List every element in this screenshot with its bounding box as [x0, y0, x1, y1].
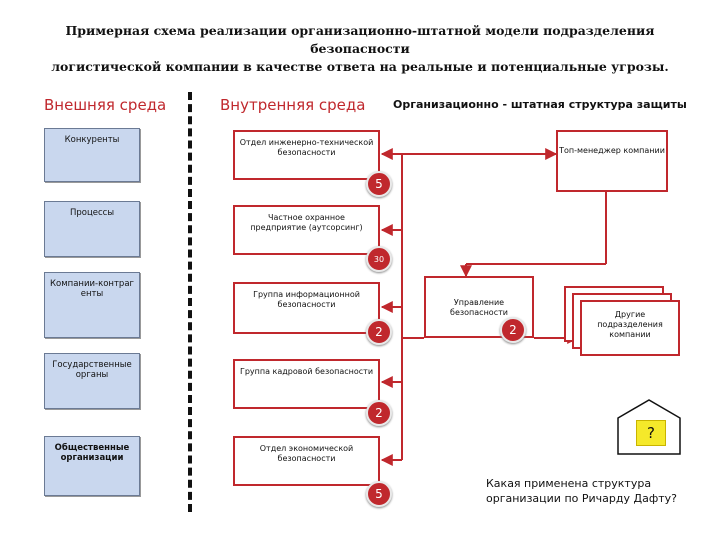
internal-item-label: Частное охранное предприятие (аутсорсинг…: [250, 213, 363, 232]
external-item-public-orgs: Общественные организации: [44, 436, 140, 496]
external-item-counterparties: Компании-контраг енты: [44, 272, 140, 338]
security-mgmt-label: Управление безопасности: [450, 298, 508, 317]
separator-dashed-line: [188, 92, 192, 512]
external-item-label: Процессы: [69, 208, 115, 218]
staff-count-badge: 5: [366, 171, 392, 197]
internal-env-heading: Внутренняя среда: [220, 96, 366, 114]
external-item-label: Государственные органы: [52, 360, 132, 380]
question-caption: Какая применена структура организации по…: [486, 476, 677, 506]
staff-count-badge: 2: [366, 319, 392, 345]
org-structure-heading: Организационно - штатная структура защит…: [393, 98, 687, 111]
external-env-heading: Внешняя среда: [44, 96, 167, 114]
staff-count-badge: 30: [366, 246, 392, 272]
other-units-label: Другие подразделения компании: [597, 310, 663, 339]
top-manager-box: Топ-менеджер компании: [556, 130, 668, 192]
staff-count-badge: 2: [500, 317, 526, 343]
internal-item-economic: Отдел экономической безопасности: [233, 436, 380, 486]
external-item-processes: Процессы: [44, 201, 140, 257]
question-mark-badge: ?: [636, 420, 666, 446]
page-title: Примерная схема реализации организационн…: [40, 22, 680, 76]
external-item-label: Конкуренты: [64, 135, 120, 145]
title-line-2: логистической компании в качестве ответа…: [51, 59, 669, 74]
internal-item-label: Отдел экономической безопасности: [259, 444, 354, 463]
internal-item-guard: Частное охранное предприятие (аутсорсинг…: [233, 205, 380, 255]
other-units-box: Другие подразделения компании: [580, 300, 680, 356]
internal-item-infosec: Группа информационной безопасности: [233, 282, 380, 334]
caption-line-2: организации по Ричарду Дафту?: [486, 492, 677, 505]
internal-item-label: Группа информационной безопасности: [253, 290, 360, 309]
internal-item-label: Группа кадровой безопасности: [239, 367, 374, 376]
internal-item-engineering: Отдел инженерно-технической безопасности: [233, 130, 380, 180]
external-item-label: Компании-контраг енты: [50, 279, 134, 299]
external-item-competitors: Конкуренты: [44, 128, 140, 182]
internal-item-label: Отдел инженерно-технической безопасности: [239, 138, 374, 157]
external-item-label: Общественные организации: [54, 443, 130, 463]
top-manager-label: Топ-менеджер компании: [559, 146, 665, 155]
title-line-1: Примерная схема реализации организационн…: [65, 23, 655, 56]
external-item-government: Государственные органы: [44, 353, 140, 409]
staff-count-badge: 5: [366, 481, 392, 507]
caption-line-1: Какая применена структура: [486, 477, 652, 490]
internal-item-hr-security: Группа кадровой безопасности: [233, 359, 380, 409]
staff-count-badge: 2: [366, 400, 392, 426]
